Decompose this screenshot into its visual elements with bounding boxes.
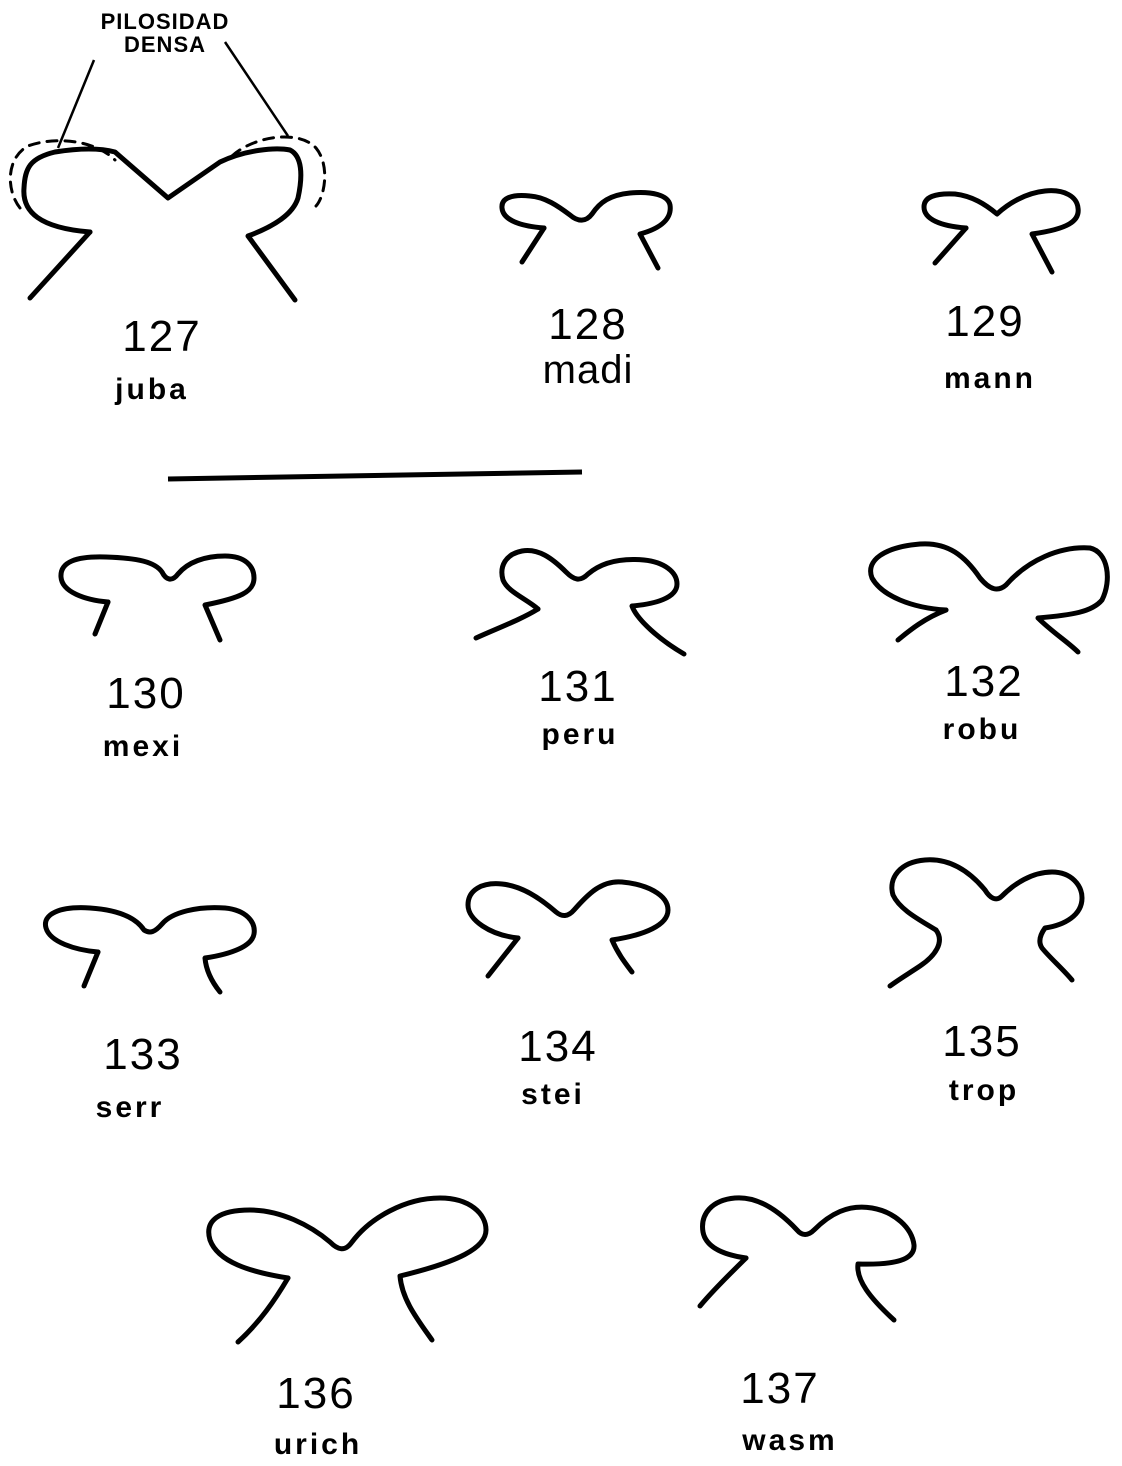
figure-number-132: 132 (944, 660, 1023, 704)
outline-128 (502, 193, 670, 269)
species-label-urich: urich (274, 1430, 362, 1460)
outline-129 (924, 191, 1078, 272)
species-label-serr: serr (96, 1093, 165, 1123)
outline-135 (890, 860, 1082, 986)
species-label-juba: juba (115, 375, 189, 405)
outline-127 (10, 42, 324, 300)
outline-136 (209, 1198, 486, 1342)
outline-137 (700, 1198, 914, 1320)
callout-line-1: PILOSIDAD (101, 10, 230, 33)
figure-number-135: 135 (942, 1020, 1021, 1064)
species-label-madi: madi (543, 350, 634, 390)
figure-number-134: 134 (518, 1025, 597, 1069)
figure-number-136: 136 (276, 1372, 355, 1416)
figure-number-130: 130 (106, 672, 185, 716)
figure-number-129: 129 (945, 300, 1024, 344)
divider-rule (168, 472, 582, 479)
outline-134 (468, 882, 668, 976)
species-label-peru: peru (541, 720, 618, 750)
figure-number-133: 133 (103, 1033, 182, 1077)
outline-131 (476, 550, 684, 654)
outline-130 (61, 556, 254, 640)
callout-line-2: DENSA (101, 33, 230, 56)
figure-number-127: 127 (122, 315, 201, 359)
species-label-wasm: wasm (742, 1426, 837, 1456)
figure-number-137: 137 (740, 1367, 819, 1411)
species-label-stei: stei (521, 1080, 585, 1110)
outline-132 (871, 544, 1108, 652)
callout-label: PILOSIDAD DENSA (101, 10, 230, 56)
figure-number-131: 131 (538, 665, 617, 709)
species-label-mann: mann (944, 364, 1036, 394)
species-label-robu: robu (943, 715, 1022, 745)
species-label-mexi: mexi (103, 732, 183, 762)
outline-133 (45, 908, 254, 992)
figure-number-128: 128 (548, 303, 627, 347)
species-label-trop: trop (949, 1076, 1019, 1106)
